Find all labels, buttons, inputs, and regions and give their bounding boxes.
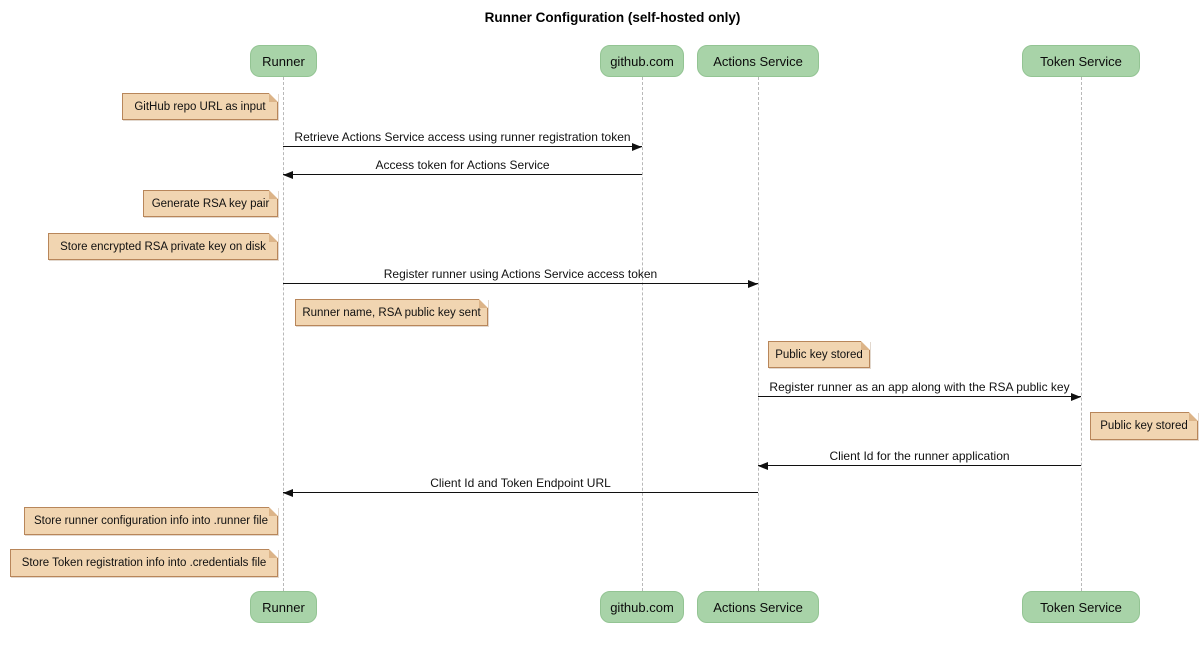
arrowhead-icon [283, 171, 293, 179]
note-fold-corner-icon [269, 93, 278, 102]
note-fold-corner-icon [479, 299, 488, 308]
note-text: GitHub repo URL as input [134, 100, 266, 113]
note-text: Generate RSA key pair [151, 197, 270, 210]
note-runner-name-rsa-public-key-sent: Runner name, RSA public key sent [295, 299, 488, 326]
lifeline-github-com [642, 77, 643, 591]
message-line [283, 146, 642, 147]
message-label: Access token for Actions Service [375, 158, 550, 172]
note-public-key-stored: Public key stored [768, 341, 870, 368]
participant-label: Token Service [1040, 53, 1122, 69]
message-access-token-for-actions-service: Access token for Actions Service [283, 157, 642, 179]
note-text: Store Token registration info into .cred… [21, 557, 267, 569]
participant-github-com-top: github.com [600, 45, 684, 77]
participant-token-service-top: Token Service [1022, 45, 1140, 77]
participant-label: github.com [610, 599, 674, 615]
message-label: Register runner using Actions Service ac… [383, 267, 658, 281]
arrowhead-icon [283, 489, 293, 497]
note-public-key-stored: Public key stored [1090, 412, 1198, 440]
message-register-runner-using-actions-service-acce: Register runner using Actions Service ac… [283, 266, 758, 288]
note-store-runner-configuration-info-into-runne: Store runner configuration info into .ru… [24, 507, 278, 535]
message-client-id-for-the-runner-application: Client Id for the runner application [758, 448, 1081, 470]
participant-label: Runner [262, 599, 305, 615]
arrowhead-icon [758, 462, 768, 470]
note-store-token-registration-info-into-credent: Store Token registration info into .cred… [10, 549, 278, 577]
message-line [758, 465, 1081, 466]
note-fold-corner-icon [1189, 412, 1198, 421]
participant-label: Actions Service [713, 53, 803, 69]
participant-token-service-bottom: Token Service [1022, 591, 1140, 623]
message-line [283, 283, 758, 284]
note-text: Store encrypted RSA private key on disk [60, 240, 266, 253]
message-label: Register runner as an app along with the… [769, 380, 1070, 394]
note-store-encrypted-rsa-private-key-on-disk: Store encrypted RSA private key on disk [48, 233, 278, 260]
lifeline-actions-service [758, 77, 759, 591]
lifeline-runner [283, 77, 284, 591]
message-client-id-and-token-endpoint-url: Client Id and Token Endpoint URL [283, 475, 758, 497]
message-label: Retrieve Actions Service access using ru… [294, 130, 631, 144]
participant-label: Token Service [1040, 599, 1122, 615]
participant-runner-bottom: Runner [250, 591, 317, 623]
participant-label: github.com [610, 53, 674, 69]
participant-github-com-bottom: github.com [600, 591, 684, 623]
message-line [283, 174, 642, 175]
note-text: Public key stored [1100, 420, 1188, 432]
message-line [283, 492, 758, 493]
participant-label: Runner [262, 53, 305, 69]
note-text: Public key stored [775, 348, 863, 361]
note-fold-corner-icon [269, 190, 278, 199]
message-line [758, 396, 1081, 397]
note-text: Runner name, RSA public key sent [302, 306, 481, 319]
note-fold-corner-icon [269, 233, 278, 242]
arrowhead-icon [632, 143, 642, 151]
note-github-repo-url-as-input: GitHub repo URL as input [122, 93, 278, 120]
participant-actions-service-top: Actions Service [697, 45, 819, 77]
note-fold-corner-icon [861, 341, 870, 350]
diagram-title: Runner Configuration (self-hosted only) [484, 10, 741, 25]
note-generate-rsa-key-pair: Generate RSA key pair [143, 190, 278, 217]
message-retrieve-actions-service-access-using-runn: Retrieve Actions Service access using ru… [283, 129, 642, 151]
participant-runner-top: Runner [250, 45, 317, 77]
message-register-runner-as-an-app-along-with-the-r: Register runner as an app along with the… [758, 379, 1081, 401]
participant-label: Actions Service [713, 599, 803, 615]
message-label: Client Id and Token Endpoint URL [430, 476, 611, 490]
lifeline-token-service [1081, 77, 1082, 591]
message-label: Client Id for the runner application [829, 449, 1010, 463]
note-text: Store runner configuration info into .ru… [34, 515, 268, 527]
note-fold-corner-icon [269, 549, 278, 558]
arrowhead-icon [748, 280, 758, 288]
note-fold-corner-icon [269, 507, 278, 516]
participant-actions-service-bottom: Actions Service [697, 591, 819, 623]
arrowhead-icon [1071, 393, 1081, 401]
